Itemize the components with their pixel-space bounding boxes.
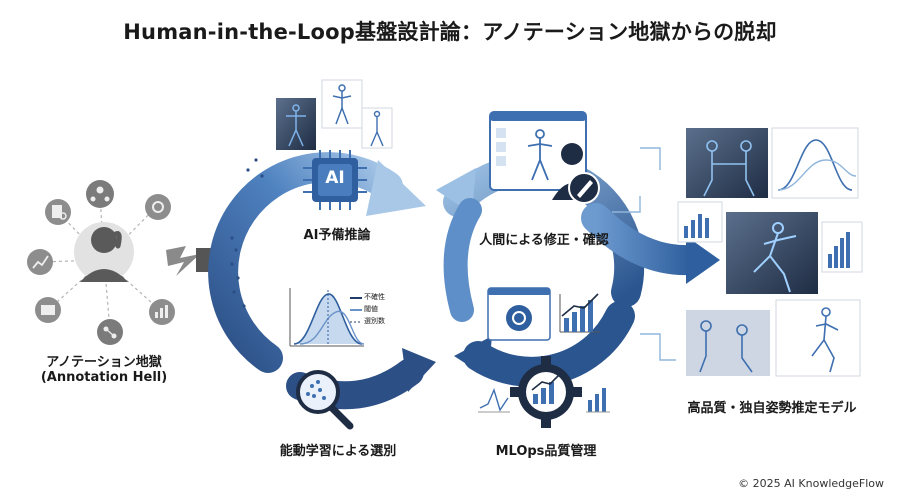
active-learning-label: 能動学習による選別	[279, 444, 397, 459]
page-title: Human-in-the-Loop基盤設計論：アノテーション地獄からの脱却	[123, 20, 777, 44]
annotation-hell-label: アノテーション地獄	[46, 355, 162, 370]
molecule-icon	[97, 319, 123, 345]
gear-chart-icon	[510, 356, 582, 428]
mlops-label: MLOps品質管理	[495, 444, 597, 459]
annotation-monitor-icon	[489, 111, 587, 191]
mini-charts	[478, 387, 610, 413]
right-loop	[436, 154, 645, 387]
trend-chart-icon	[27, 249, 53, 275]
human-review-label: 人間による修正・確認	[479, 233, 609, 248]
folder-icon	[35, 297, 61, 323]
stressed-person-icon	[74, 222, 134, 282]
threshold-legend-item: 閾値	[364, 305, 378, 313]
right-loop-arrowhead-bottom	[454, 336, 492, 378]
left-loop-arrowhead	[366, 160, 426, 216]
annotation-hell-cluster	[27, 180, 234, 345]
growth-chart-icon	[559, 293, 600, 333]
pose-thumbnails	[276, 79, 393, 150]
selection-count-legend-item: 選別数	[364, 317, 385, 325]
final-model-collage	[677, 127, 863, 377]
uncertainty-legend-item: 不確性	[364, 293, 385, 301]
network-people-icon	[86, 180, 114, 208]
magnifier-icon	[296, 370, 354, 430]
copyright-text: © 2025 AI KnowledgeFlow	[738, 477, 884, 490]
ai-chip-icon	[303, 150, 367, 210]
lightning-icon	[166, 246, 200, 276]
settings-icon	[145, 194, 171, 220]
doc-search-icon	[45, 199, 71, 225]
annotation-hell-sublabel: (Annotation Hell)	[40, 370, 168, 385]
reviewer-person-icon	[552, 143, 600, 204]
uncertainty-chart	[289, 288, 365, 347]
ai-inference-label: AI予備推論	[303, 228, 371, 243]
output-arrow	[581, 147, 720, 361]
bar-chart-icon	[149, 299, 175, 325]
chip-label: AI	[325, 168, 345, 188]
final-model-label: 高品質・独自姿勢推定モデル	[687, 401, 857, 416]
dashboard-panel-icon	[487, 287, 551, 341]
